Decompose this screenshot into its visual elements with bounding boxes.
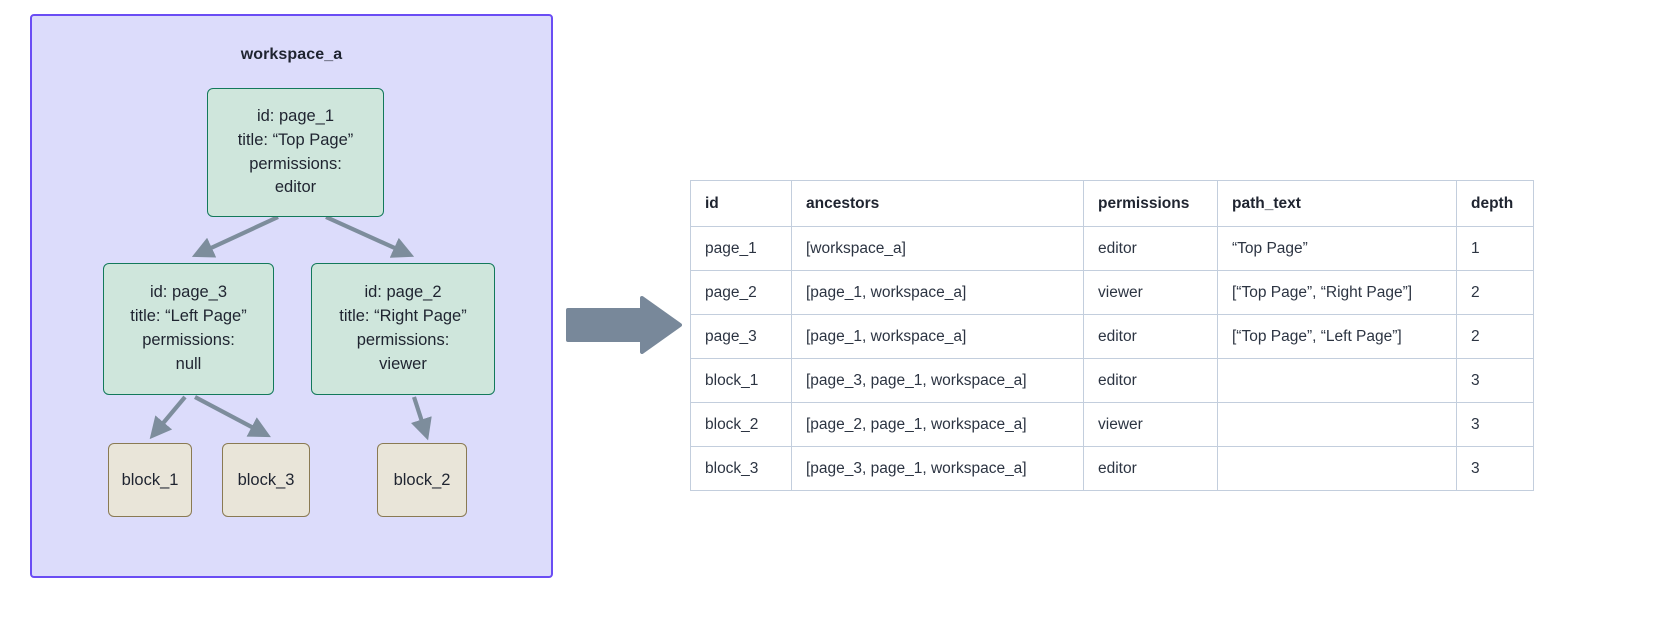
cell-permissions: editor bbox=[1083, 446, 1218, 491]
table-row: page_1 [workspace_a] editor “Top Page” 1 bbox=[690, 226, 1534, 271]
node-line: permissions: bbox=[249, 154, 342, 173]
node-line: title: “Top Page” bbox=[237, 130, 354, 149]
node-line: block_2 bbox=[393, 470, 451, 489]
cell-id: page_2 bbox=[690, 270, 792, 315]
node-line: permissions: bbox=[356, 331, 450, 349]
cell-permissions: editor bbox=[1083, 226, 1218, 271]
node-line: block_1 bbox=[121, 470, 179, 489]
cell-path_text: “Top Page” bbox=[1217, 226, 1457, 271]
cell-id: block_3 bbox=[690, 446, 792, 491]
cell-depth: 2 bbox=[1456, 314, 1534, 359]
table-row: page_2 [page_1, workspace_a] viewer [“To… bbox=[690, 270, 1534, 315]
flow-arrow-right-icon bbox=[566, 296, 682, 354]
node-line: id: page_3 bbox=[149, 283, 228, 302]
cell-permissions: editor bbox=[1083, 358, 1218, 403]
column-header-depth: depth bbox=[1456, 180, 1534, 227]
cell-id: page_3 bbox=[690, 314, 792, 359]
workspace-title: workspace_a bbox=[240, 46, 343, 63]
table-row: block_1 [page_3, page_1, workspace_a] ed… bbox=[690, 358, 1534, 403]
node-line: permissions: bbox=[142, 331, 235, 349]
result-table: id ancestors permissions path_text depth… bbox=[690, 180, 1534, 491]
cell-depth: 3 bbox=[1456, 358, 1534, 403]
column-header-id: id bbox=[690, 180, 792, 227]
table-row: block_2 [page_2, page_1, workspace_a] vi… bbox=[690, 402, 1534, 447]
tree-node-page_3[interactable]: id: page_3 title: “Left Page” permission… bbox=[103, 263, 274, 395]
cell-permissions: viewer bbox=[1083, 402, 1218, 447]
column-header-ancestors: ancestors bbox=[791, 180, 1084, 227]
cell-depth: 2 bbox=[1456, 270, 1534, 315]
cell-ancestors: [page_1, workspace_a] bbox=[791, 314, 1084, 359]
cell-id: block_2 bbox=[690, 402, 792, 447]
node-line: title: “Right Page” bbox=[339, 307, 467, 326]
cell-ancestors: [workspace_a] bbox=[791, 226, 1084, 271]
table-row: page_3 [page_1, workspace_a] editor [“To… bbox=[690, 314, 1534, 359]
cell-ancestors: [page_1, workspace_a] bbox=[791, 270, 1084, 315]
tree-node-page_2[interactable]: id: page_2 title: “Right Page” permissio… bbox=[311, 263, 495, 395]
node-line: null bbox=[175, 354, 202, 373]
table-header-row: id ancestors permissions path_text depth bbox=[690, 180, 1534, 227]
cell-permissions: viewer bbox=[1083, 270, 1218, 315]
cell-ancestors: [page_3, page_1, workspace_a] bbox=[791, 446, 1084, 491]
tree-node-block_3[interactable]: block_3 bbox=[222, 443, 310, 517]
cell-depth: 3 bbox=[1456, 402, 1534, 447]
cell-depth: 1 bbox=[1456, 226, 1534, 271]
node-line: title: “Left Page” bbox=[130, 307, 247, 326]
node-line: editor bbox=[274, 178, 317, 197]
tree-node-page_1[interactable]: id: page_1 title: “Top Page” permissions… bbox=[207, 88, 384, 217]
cell-depth: 3 bbox=[1456, 446, 1534, 491]
tree-node-block_2[interactable]: block_2 bbox=[377, 443, 467, 517]
node-line: id: page_1 bbox=[256, 106, 335, 125]
cell-path_text: [“Top Page”, “Right Page”] bbox=[1217, 270, 1457, 315]
node-line: block_3 bbox=[237, 470, 295, 489]
cell-permissions: editor bbox=[1083, 314, 1218, 359]
cell-path_text: [“Top Page”, “Left Page”] bbox=[1217, 314, 1457, 359]
cell-id: page_1 bbox=[690, 226, 792, 271]
cell-ancestors: [page_2, page_1, workspace_a] bbox=[791, 402, 1084, 447]
cell-path_text bbox=[1217, 402, 1457, 447]
table-row: block_3 [page_3, page_1, workspace_a] ed… bbox=[690, 446, 1534, 491]
column-header-permissions: permissions bbox=[1083, 180, 1218, 227]
node-line: id: page_2 bbox=[364, 283, 442, 302]
cell-id: block_1 bbox=[690, 358, 792, 403]
tree-node-block_1[interactable]: block_1 bbox=[108, 443, 192, 517]
node-line: viewer bbox=[379, 354, 427, 373]
column-header-path_text: path_text bbox=[1217, 180, 1457, 227]
cell-path_text bbox=[1217, 446, 1457, 491]
cell-path_text bbox=[1217, 358, 1457, 403]
cell-ancestors: [page_3, page_1, workspace_a] bbox=[791, 358, 1084, 403]
